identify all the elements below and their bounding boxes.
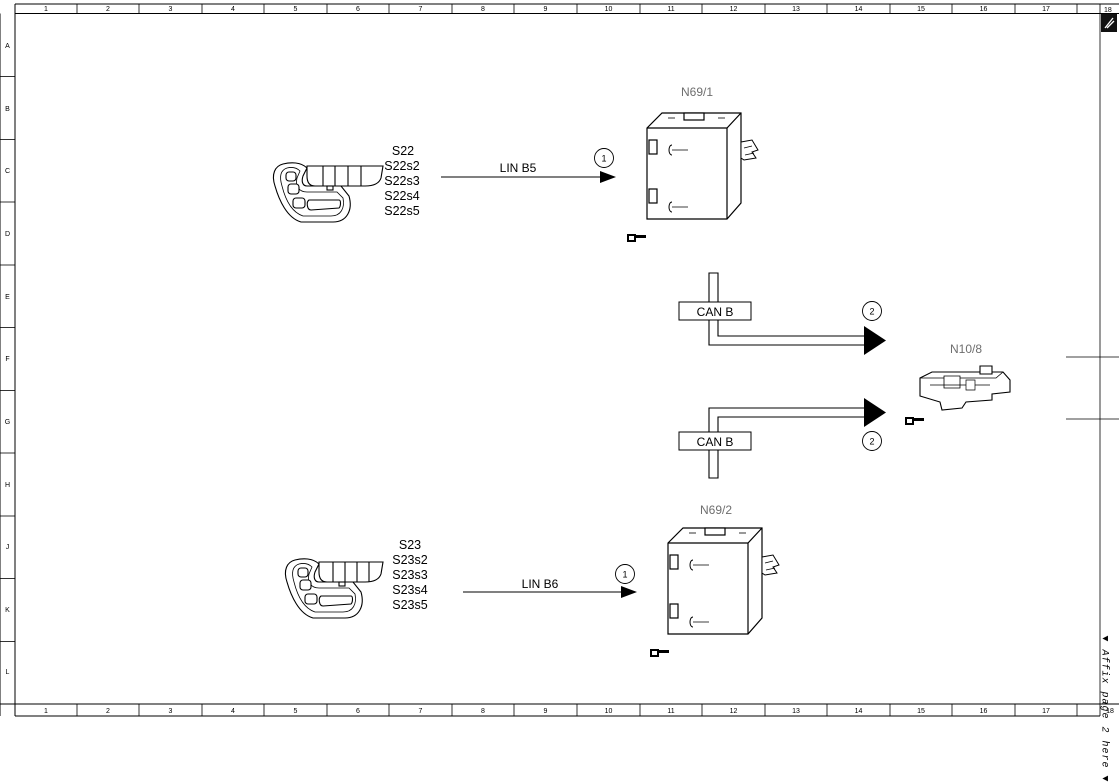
s23-component-list: S23 S23s2 S23s3 S23s4 S23s5 [392,538,427,612]
pointing-hand-icon [627,234,646,242]
col-label: 5 [294,6,298,13]
col-label: 18 [1106,708,1114,715]
component-label: S23s3 [392,568,427,582]
col-label: 5 [294,708,298,715]
col-label: 8 [481,708,485,715]
component-label: S22 [392,144,414,158]
col-label: 3 [169,708,173,715]
col-label: 10 [605,708,613,715]
col-label: 13 [792,708,800,715]
marker-label: 2 [869,307,874,317]
control-module-icon [646,112,742,220]
row-label: E [5,294,10,301]
row-label: H [5,482,10,489]
col-label: 16 [980,708,988,715]
marker-label: 2 [869,437,874,447]
col-label: 18 [1104,7,1112,14]
col-label: 1 [44,6,48,13]
col-label: 8 [481,6,485,13]
module-label-n69-1: N69/1 [681,85,713,99]
col-label: 9 [544,708,548,715]
col-label: 14 [855,6,863,13]
seat-switch-icon [272,162,384,223]
pointing-hand-icon [905,417,924,425]
can-bus-bottom: CAN B [678,398,886,479]
frame [0,3,1119,717]
col-label: 2 [106,6,110,13]
component-label: S22s3 [384,174,419,188]
marker-circle-top: 1 [594,148,614,168]
row-labels: A B C D E F G H J K L [5,43,10,676]
col-label: 15 [917,708,925,715]
module-label-n10-8: N10/8 [950,342,982,356]
col-label: 9 [544,6,548,13]
row-dividers [0,76,15,642]
col-label: 7 [419,708,423,715]
bus-label-can-b-top: CAN B [697,305,734,319]
row-label: A [5,43,10,50]
component-label: S22s2 [384,159,419,173]
col-label: 15 [917,6,925,13]
col-label: 6 [356,6,360,13]
col-label: 2 [106,708,110,715]
component-label: S23s4 [392,583,427,597]
col-label: 1 [44,708,48,715]
component-label: S23 [399,538,421,552]
column-labels-top: 1 2 3 4 5 6 7 8 9 10 11 12 13 14 15 16 1… [44,6,1050,13]
seat-switch-icon [284,558,384,619]
row-label: D [5,231,10,238]
affix-page-note: ▼ Affix page 2 here ▼ [1093,635,1115,783]
s22-component-list: S22 S22s2 S22s3 S22s4 S22s5 [384,144,419,218]
col-label: 11 [667,6,674,13]
bus-label-can-b-bottom: CAN B [697,435,734,449]
corner-logo-icon: 18 [1101,7,1117,32]
row-label: C [5,168,10,175]
control-module-icon [667,527,763,635]
component-label: S22s5 [384,204,419,218]
lin-line-bottom: LIN B6 [463,577,637,598]
col-label: 16 [980,6,988,13]
col-label: 6 [356,708,360,715]
row-label: G [5,419,10,426]
column-labels-bottom: 1 2 3 4 5 6 7 8 9 10 11 12 13 14 15 16 1… [44,708,1114,715]
col-label: 4 [231,708,235,715]
row-label: J [6,544,10,551]
control-unit-icon [919,365,1011,411]
component-label: S22s4 [384,189,419,203]
connector-icon [761,554,780,576]
bus-label-lin-b5: LIN B5 [500,161,537,175]
col-label: 17 [1042,708,1050,715]
col-label: 13 [792,6,800,13]
edge-reference-lines [1066,356,1119,420]
row-label: B [5,106,10,113]
col-label: 12 [730,708,738,715]
marker-label: 1 [622,570,627,580]
row-label: F [5,356,9,363]
col-label: 10 [605,6,613,13]
affix-page-text: ▼ Affix page 2 here ▼ [1098,635,1110,783]
component-label: S23s2 [392,553,427,567]
module-label-n69-2: N69/2 [700,503,732,517]
pointing-hand-icon [650,649,669,657]
lin-line-top: LIN B5 [441,161,616,183]
col-label: 11 [667,708,674,715]
col-label: 14 [855,708,863,715]
col-label: 3 [169,6,173,13]
can-bus-top: CAN B [678,272,886,355]
marker-circle-can-top: 2 [862,301,882,321]
col-label: 12 [730,6,738,13]
bus-label-lin-b6: LIN B6 [522,577,559,591]
marker-circle-can-bottom: 2 [862,431,882,451]
col-label: 17 [1042,6,1050,13]
col-label: 4 [231,6,235,13]
row-label: L [6,669,10,676]
row-label: K [5,607,10,614]
marker-circle-bottom: 1 [615,564,635,584]
column-dividers [76,4,1078,716]
marker-label: 1 [601,154,606,164]
connector-icon [740,139,759,161]
col-label: 7 [419,6,423,13]
component-label: S23s5 [392,598,427,612]
